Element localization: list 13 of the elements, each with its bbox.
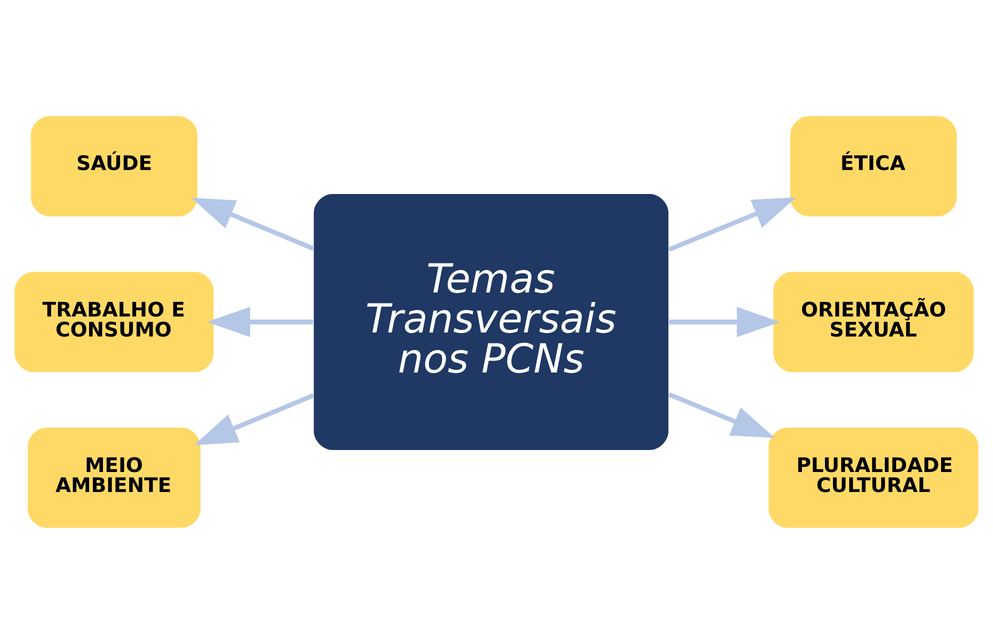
arrow [668,306,780,338]
node-box: Temas Transversais nos PCNs [314,194,668,450]
node-box: MEIO AMBIENTE [28,428,200,528]
arrow [668,197,796,252]
arrow [206,306,314,338]
arrow [194,393,314,446]
node-box: SAÚDE [30,116,198,216]
node-box: ÉTICA [790,116,957,216]
arrow [668,392,775,438]
arrow [191,198,314,251]
node-box: ORIENTAÇÃO SEXUAL [773,272,974,372]
node-box: PLURALIDADE CULTURAL [768,428,978,528]
node-box: TRABALHO E CONSUMO [14,272,214,372]
